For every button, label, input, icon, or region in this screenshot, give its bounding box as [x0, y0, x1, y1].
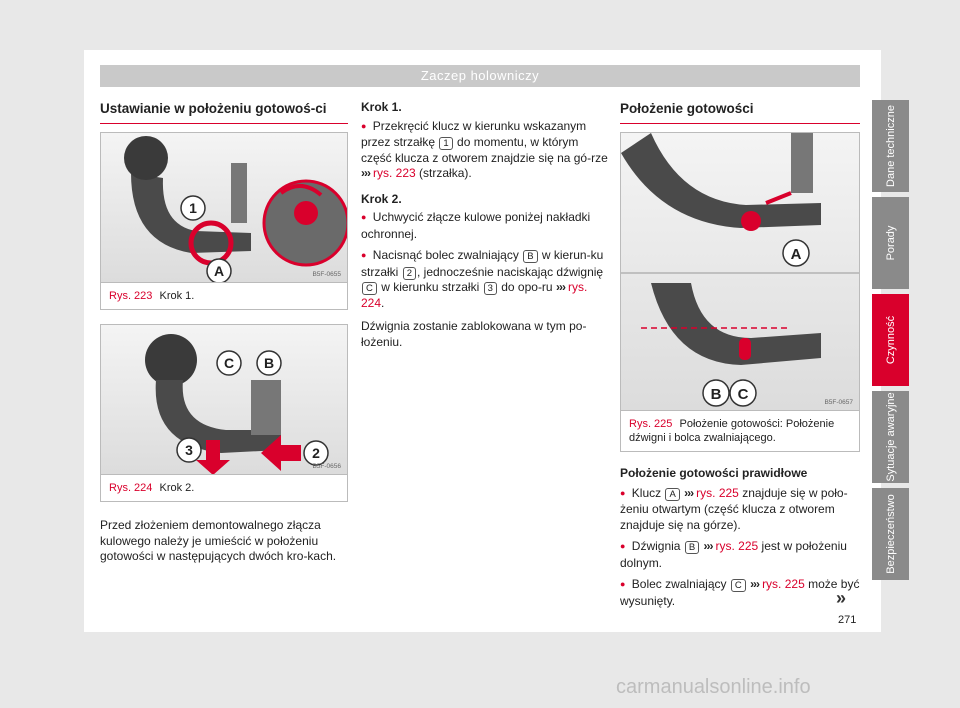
ready-1-post: znajduje się w poło-żeniu otwartym (częś…	[620, 485, 848, 532]
ready-bullet-3: Bolec zwalniający C ›››rys. 225 może być…	[620, 577, 860, 609]
label-box-a: A	[665, 487, 680, 501]
figure-223-number: Rys. 223	[109, 290, 153, 302]
figure-224-image: C B 3 2 B5F-0656	[101, 325, 347, 475]
step-2-text-post: .	[381, 295, 385, 310]
label-box-b: B	[684, 541, 700, 554]
step-1-text-post: (strzałka).	[419, 166, 472, 180]
ref-rys-224[interactable]: rys. 224	[361, 280, 588, 310]
step-2-text-pre: Nacisnąć bolec zwalniający	[372, 248, 519, 262]
figure-225-label-b: B	[711, 386, 722, 403]
subtitle-ready-correct: Położenie gotowości prawidłowe	[620, 466, 808, 480]
ready-bullet-1: Klucz A ›››rys. 225 znajduje się w poło-…	[620, 486, 860, 534]
ready-3-pre: Bolec zwalniający	[631, 577, 727, 591]
figure-223-label-1: 1	[189, 200, 197, 216]
section-title-ready: Położenie gotowości	[620, 100, 860, 124]
column-middle: Krok 1. Przekręcić klucz w kierunku wska…	[361, 100, 608, 350]
label-box-c: C	[730, 579, 746, 592]
watermark: carmanualsonline.info	[616, 676, 811, 698]
tab-bezpieczenstwo[interactable]: Bezpieczeństwo	[872, 488, 909, 580]
reference-arrows: ›››	[703, 539, 714, 553]
column-right: Położenie gotowości A B C B5F-0657	[620, 100, 860, 609]
continue-icon: »	[836, 588, 847, 608]
section-title-setup: Ustawianie w położeniu gotowoś-ci	[100, 100, 348, 124]
label-box-1: 1	[439, 137, 453, 150]
step-1-text-mid: do momentu, w którym część klucza z otwo…	[361, 135, 608, 165]
figure-225-number: Rys. 225	[629, 418, 673, 430]
ref-rys-225[interactable]: rys. 225	[696, 485, 739, 500]
step-2-bullet-1: Uchwycić złącze kulowe poniżej nakładki …	[361, 210, 608, 242]
figure-223-caption: Rys. 223 Krok 1.	[101, 283, 347, 309]
tab-czynnosc[interactable]: Czynność	[872, 294, 909, 386]
label-box-c: C	[362, 282, 377, 295]
tab-porady[interactable]: Porady	[872, 197, 909, 289]
label-box-b: B	[523, 250, 538, 263]
ready-1-pre: Klucz	[631, 485, 662, 500]
figure-223-caption-text: Krok 1.	[159, 290, 195, 302]
step-1-text-pre: Przekręcić klucz w kierunku wskazanym pr…	[361, 118, 587, 150]
reference-arrows: ›››	[555, 280, 566, 294]
tab-dane-techniczne[interactable]: Dane techniczne	[872, 100, 909, 192]
figure-225-code: B5F-0657	[824, 399, 853, 406]
figure-225: A B C B5F-0657 Rys. 225 Położenie gotowo…	[620, 132, 860, 452]
tow-hitch-step1-illustration: 1 A	[124, 136, 347, 282]
step-1-bullet: Przekręcić klucz w kierunku wskazanym pr…	[361, 119, 608, 182]
figure-225-label-c: C	[738, 386, 749, 403]
step-2-text-1: Uchwycić złącze kulowe poniżej nakładki …	[361, 210, 591, 241]
figure-225-caption-text: Położenie gotowości: Położenie dźwigni i…	[629, 418, 835, 444]
ref-rys-225[interactable]: rys. 225	[715, 539, 759, 553]
column-left: Ustawianie w położeniu gotowoś-ci 1 A B5…	[100, 100, 348, 565]
figure-224-code: B5F-0656	[312, 463, 341, 470]
figure-224: C B 3 2 B5F-0656 Rys. 224 Krok 2.	[100, 324, 348, 502]
ready-3-post: może być wysunięty.	[620, 577, 860, 608]
tab-label: Porady	[884, 225, 897, 261]
figure-224-caption-text: Krok 2.	[159, 482, 195, 494]
tab-label: Bezpieczeństwo	[884, 494, 897, 574]
figure-223-label-a: A	[214, 263, 224, 279]
tab-label: Czynność	[884, 315, 897, 365]
intro-paragraph: Przed złożeniem demontowalnego złącza ku…	[100, 518, 337, 563]
figure-223: 1 A B5F-0655 Rys. 223 Krok 1.	[100, 132, 348, 310]
step-1-heading: Krok 1.	[361, 100, 402, 114]
figure-225-image: A B C B5F-0657	[621, 133, 859, 411]
label-box-3: 3	[483, 282, 497, 295]
ready-2-post: jest w położeniu dolnym.	[620, 539, 847, 570]
ref-rys-225[interactable]: rys. 225	[762, 577, 805, 591]
step-2-heading: Krok 2.	[361, 191, 402, 206]
figure-224-caption: Rys. 224 Krok 2.	[101, 475, 347, 501]
reference-arrows: ›››	[361, 166, 371, 180]
step-2-bullet-2: Nacisnąć bolec zwalniający B w kierun-ku…	[361, 248, 608, 311]
step-2-text-mid3: w kierunku strzałki	[381, 280, 480, 294]
figure-224-label-c: C	[224, 355, 234, 371]
page-header: Zaczep holowniczy	[100, 65, 860, 87]
figure-225-caption: Rys. 225 Położenie gotowości: Położenie …	[621, 411, 859, 451]
figure-225-label-a: A	[791, 246, 802, 263]
tab-label: Dane techniczne	[884, 105, 897, 187]
label-box-2: 2	[402, 266, 416, 280]
ready-2-pre: Dźwignia	[631, 539, 681, 553]
page-number: 271	[838, 614, 857, 626]
tow-hitch-ready-illustration: A B C	[621, 133, 859, 407]
figure-223-image: 1 A B5F-0655	[101, 133, 347, 283]
tab-label: Sytuacje awaryjne	[884, 392, 897, 482]
ready-bullet-2: Dźwignia B ›››rys. 225 jest w położeniu …	[620, 539, 860, 571]
step-2-text-mid1: w kierun-ku strzałki	[361, 248, 604, 279]
figure-223-code: B5F-0655	[312, 271, 341, 278]
ref-rys-223[interactable]: rys. 223	[373, 166, 416, 180]
figure-224-label-b: B	[264, 355, 274, 371]
figure-224-label-3: 3	[185, 442, 193, 458]
figure-224-label-2: 2	[312, 445, 320, 461]
tow-hitch-step2-illustration: C B 3 2	[145, 334, 329, 474]
step-2-text-mid4: do opo-ru	[501, 280, 553, 294]
step-2-text-mid2: , jednocześnie naciskając dźwignię	[416, 264, 604, 279]
tab-sytuacje-awaryjne[interactable]: Sytuacje awaryjne	[872, 391, 909, 483]
lock-paragraph: Dźwignia zostanie zablokowana w tym po-ł…	[361, 319, 587, 349]
reference-arrows: ›››	[750, 577, 760, 591]
figure-224-number: Rys. 224	[109, 482, 153, 494]
reference-arrows: ›››	[684, 485, 694, 500]
